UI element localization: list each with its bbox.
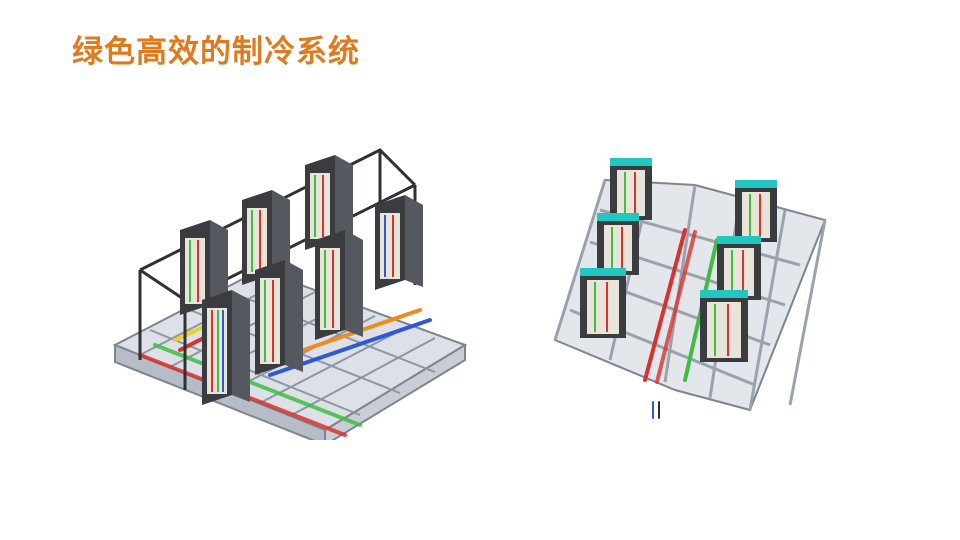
slide-title: 绿色高效的制冷系统 [72, 34, 360, 70]
cabinet-unit [202, 290, 250, 405]
cabinet-unit [255, 260, 303, 375]
pipe-runs [643, 228, 719, 419]
cooling-module-top-view-figure [553, 158, 827, 419]
cooling-module-perspective-figure [112, 148, 468, 440]
cabinet-unit [700, 290, 748, 362]
cabinet-unit [315, 230, 363, 340]
cabinet-unit [580, 268, 626, 338]
cabinet-unit [717, 236, 761, 300]
cabinet-unit [180, 220, 228, 315]
cabinet-unit [375, 195, 423, 290]
cabinet-unit [597, 213, 639, 275]
cabinet-units [580, 158, 777, 362]
cabinet-unit [735, 180, 777, 242]
cabinet-unit [305, 155, 353, 250]
cabinet-units [180, 155, 423, 405]
cabinet-unit [610, 158, 652, 220]
cabinet-unit [242, 190, 290, 285]
